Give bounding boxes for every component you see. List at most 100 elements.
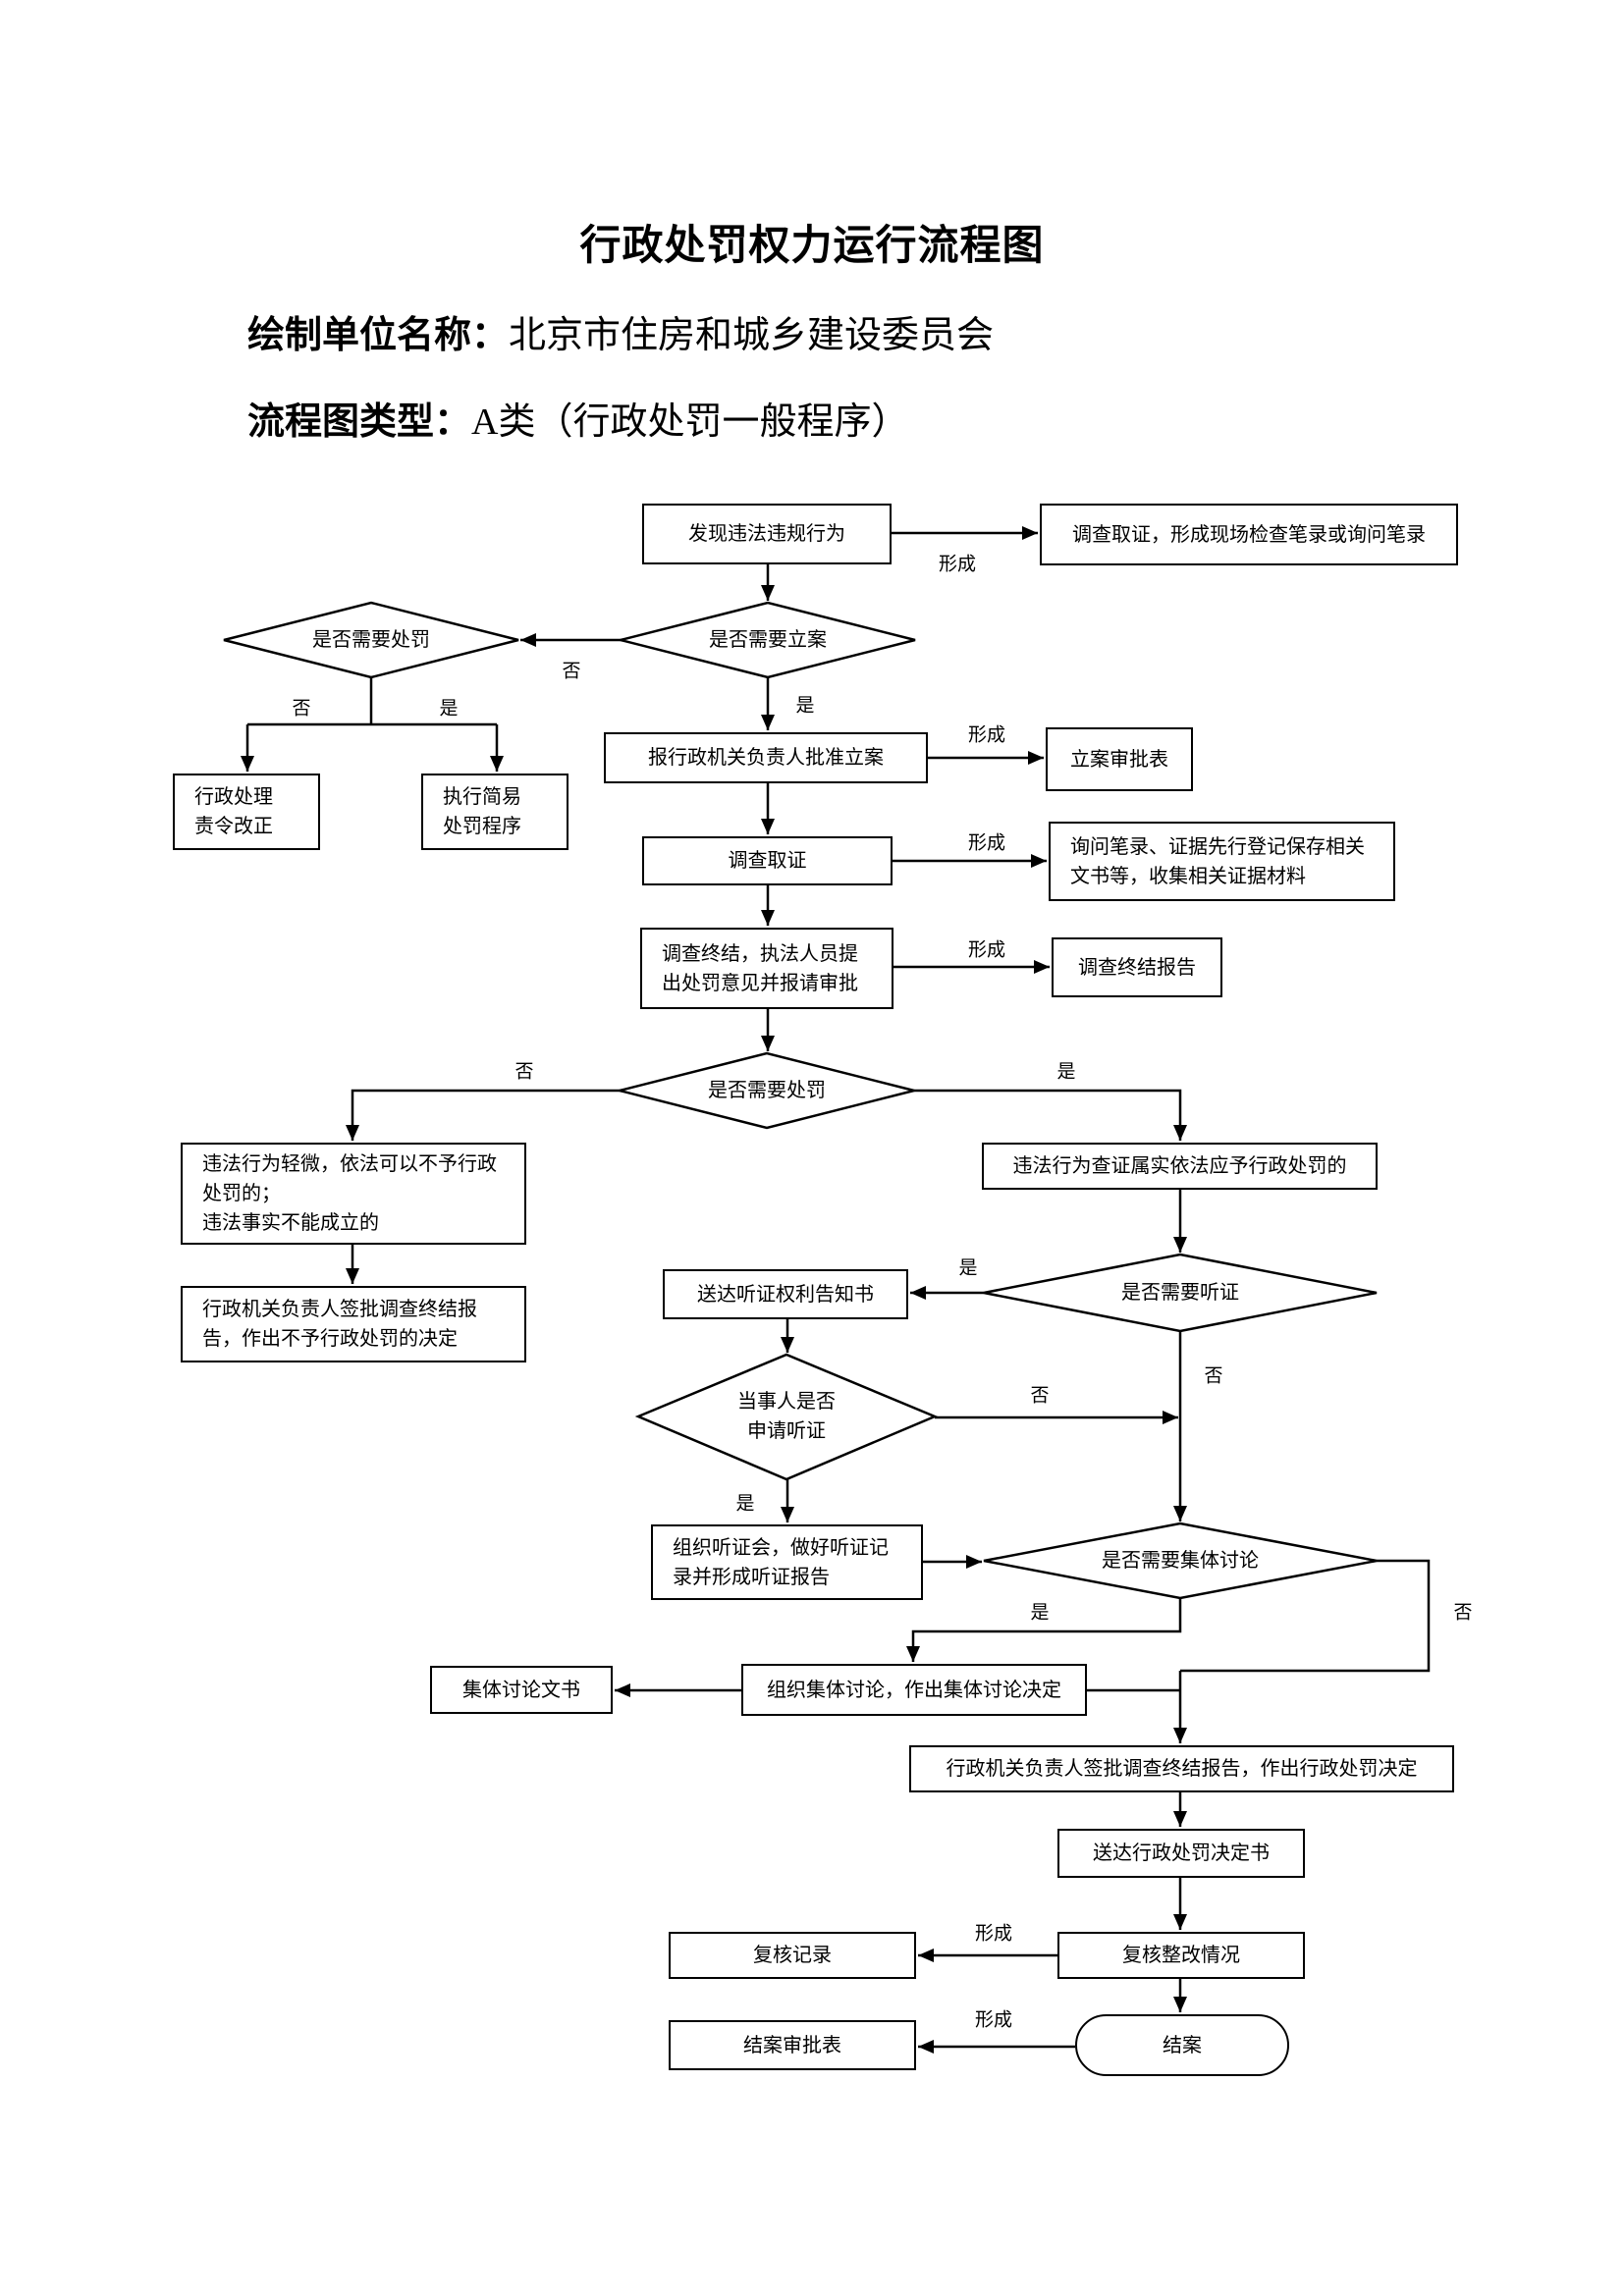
node-collective-doc: 集体讨论文书	[430, 1666, 613, 1714]
decision-text: 是否需要处罚	[708, 1080, 826, 1101]
node-hold-hearing: 组织听证会，做好听证记 录并形成听证报告	[651, 1524, 923, 1600]
node-approve-case: 报行政机关负责人批准立案	[604, 732, 928, 783]
edge-label: 否	[514, 1061, 534, 1083]
drawing-unit: 绘制单位名称：北京市住房和城乡建设委员会	[247, 304, 994, 358]
connector-collective-no	[1180, 1559, 1431, 1673]
edge-label: 否	[1030, 1385, 1050, 1407]
page-title: 行政处罚权力运行流程图	[579, 224, 1045, 269]
decision-party-requests: 当事人是否 申请听证	[737, 1387, 836, 1446]
node-review-rectify: 复核整改情况	[1057, 1932, 1305, 1979]
edge-label: 形成	[967, 724, 1006, 746]
node-violation-confirmed: 违法行为查证属实依法应予行政处罚的	[982, 1143, 1378, 1190]
decision-text: 是否需要立案	[709, 629, 827, 651]
decision-need-penalty: 是否需要处罚	[708, 1076, 826, 1105]
edge-label: 是	[1056, 1061, 1076, 1083]
node-text: 调查终结报告	[1078, 956, 1196, 979]
edge-label: 是	[795, 695, 815, 717]
node-deliver-decision: 送达行政处罚决定书	[1057, 1829, 1305, 1878]
node-text: 违法行为轻微，依法可以不予行政	[202, 1153, 497, 1175]
node-text: 出处罚意见并报请审批	[662, 972, 858, 994]
node-text: 立案审批表	[1070, 748, 1168, 771]
node-text: 违法事实不能成立的	[202, 1212, 379, 1234]
node-text: 处罚的；	[202, 1183, 281, 1204]
diamond-need-hearing	[983, 1253, 1378, 1333]
edge-label: 形成	[974, 1923, 1013, 1945]
node-text: 送达行政处罚决定书	[1093, 1842, 1270, 1864]
node-no-penalty-decision: 行政机关负责人签批调查终结报 告，作出不予行政处罚的决定	[181, 1286, 526, 1362]
node-investigate: 调查取证	[642, 836, 893, 885]
decision-text: 是否需要集体讨论	[1102, 1550, 1259, 1572]
node-text: 结案审批表	[743, 2034, 841, 2056]
edge-label: 否	[1453, 1602, 1473, 1624]
edge-label: 否	[292, 698, 311, 720]
node-text: 违法行为查证属实依法应予行政处罚的	[1012, 1155, 1347, 1177]
node-text: 组织听证会，做好听证记	[673, 1536, 889, 1559]
node-text: 文书等，收集相关证据材料	[1070, 865, 1306, 887]
decision-need-case: 是否需要立案	[709, 625, 827, 655]
node-evidence-docs: 询问笔录、证据先行登记保存相关 文书等，收集相关证据材料	[1049, 822, 1395, 901]
connector-need-penalty-yes	[914, 1089, 1187, 1141]
decision-text: 当事人是否	[737, 1391, 836, 1413]
node-investigation-end: 调查终结，执法人员提 出处罚意见并报请审批	[640, 928, 893, 1009]
node-text: 告，作出不予行政处罚的决定	[202, 1328, 458, 1350]
edge-label: 是	[439, 698, 459, 720]
node-hearing-notice: 送达听证权利告知书	[663, 1269, 908, 1319]
node-text: 录并形成听证报告	[673, 1566, 830, 1588]
edge-label: 否	[562, 661, 581, 682]
decision-need-hearing: 是否需要听证	[1121, 1278, 1239, 1308]
edge-label: 否	[1204, 1365, 1223, 1387]
node-simple-procedure: 执行简易 处罚程序	[421, 774, 568, 850]
node-text: 调查取证，形成现场检查笔录或询问笔录	[1072, 523, 1426, 546]
node-text: 询问笔录、证据先行登记保存相关	[1070, 835, 1365, 858]
node-order-correction: 行政处理 责令改正	[173, 774, 320, 850]
diamond-need-penalty	[619, 1051, 915, 1130]
node-penalty-decision: 行政机关负责人签批调查终结报告，作出行政处罚决定	[909, 1745, 1454, 1792]
node-text: 复核整改情况	[1122, 1945, 1240, 1966]
edge-label: 形成	[974, 2009, 1013, 2031]
flowchart-type: 流程图类型：A类（行政处罚一般程序）	[247, 391, 908, 445]
node-text: 行政机关负责人签批调查终结报	[202, 1299, 477, 1320]
decision-text: 是否需要听证	[1121, 1282, 1239, 1304]
decision-text: 申请听证	[747, 1420, 826, 1442]
node-text: 调查取证	[728, 850, 807, 872]
node-minor-violation: 违法行为轻微，依法可以不予行政 处罚的； 违法事实不能成立的	[181, 1143, 526, 1245]
node-final-report: 调查终结报告	[1052, 937, 1222, 997]
connector-collective-yes	[906, 1598, 1182, 1662]
node-text: 复核记录	[753, 1945, 832, 1966]
edge-label: 是	[958, 1257, 978, 1279]
node-discover: 发现违法违规行为	[642, 504, 892, 564]
drawing-unit-label: 绘制单位名称：	[247, 315, 510, 356]
diamond-need-case	[620, 601, 916, 679]
node-text: 送达听证权利告知书	[697, 1283, 874, 1306]
edge-label: 形成	[967, 832, 1006, 854]
drawing-unit-value: 北京市住房和城乡建设委员会	[509, 315, 995, 356]
node-close-form: 结案审批表	[669, 2020, 916, 2070]
edge-label: 是	[1030, 1602, 1050, 1624]
node-initial-evidence: 调查取证，形成现场检查笔录或询问笔录	[1040, 504, 1458, 565]
edge-label: 形成	[967, 939, 1006, 961]
node-text: 责令改正	[194, 816, 273, 837]
flowchart-type-value: A类（行政处罚一般程序）	[471, 401, 909, 443]
node-text: 结案	[1163, 2034, 1202, 2056]
connector-need-penalty-no	[346, 1089, 620, 1141]
node-text: 发现违法违规行为	[688, 523, 845, 545]
node-text: 执行简易	[443, 786, 521, 808]
decision-text: 是否需要处罚	[312, 629, 430, 651]
edge-label: 形成	[938, 554, 977, 575]
node-collective-discussion: 组织集体讨论，作出集体讨论决定	[741, 1664, 1087, 1716]
node-text: 调查终结，执法人员提	[662, 942, 858, 965]
flowchart-type-label: 流程图类型：	[247, 401, 472, 443]
decision-need-collective: 是否需要集体讨论	[1102, 1546, 1259, 1575]
node-review-record: 复核记录	[669, 1932, 916, 1979]
node-text: 集体讨论文书	[462, 1679, 580, 1701]
decision-need-penalty-early: 是否需要处罚	[312, 625, 430, 655]
node-text: 报行政机关负责人批准立案	[648, 747, 884, 769]
diamond-need-penalty-early	[223, 601, 519, 679]
edge-label: 是	[735, 1493, 755, 1515]
node-text: 组织集体讨论，作出集体讨论决定	[767, 1679, 1061, 1701]
node-close-case: 结案	[1075, 2014, 1289, 2076]
node-case-form: 立案审批表	[1046, 727, 1193, 791]
diamond-need-collective	[983, 1522, 1378, 1600]
